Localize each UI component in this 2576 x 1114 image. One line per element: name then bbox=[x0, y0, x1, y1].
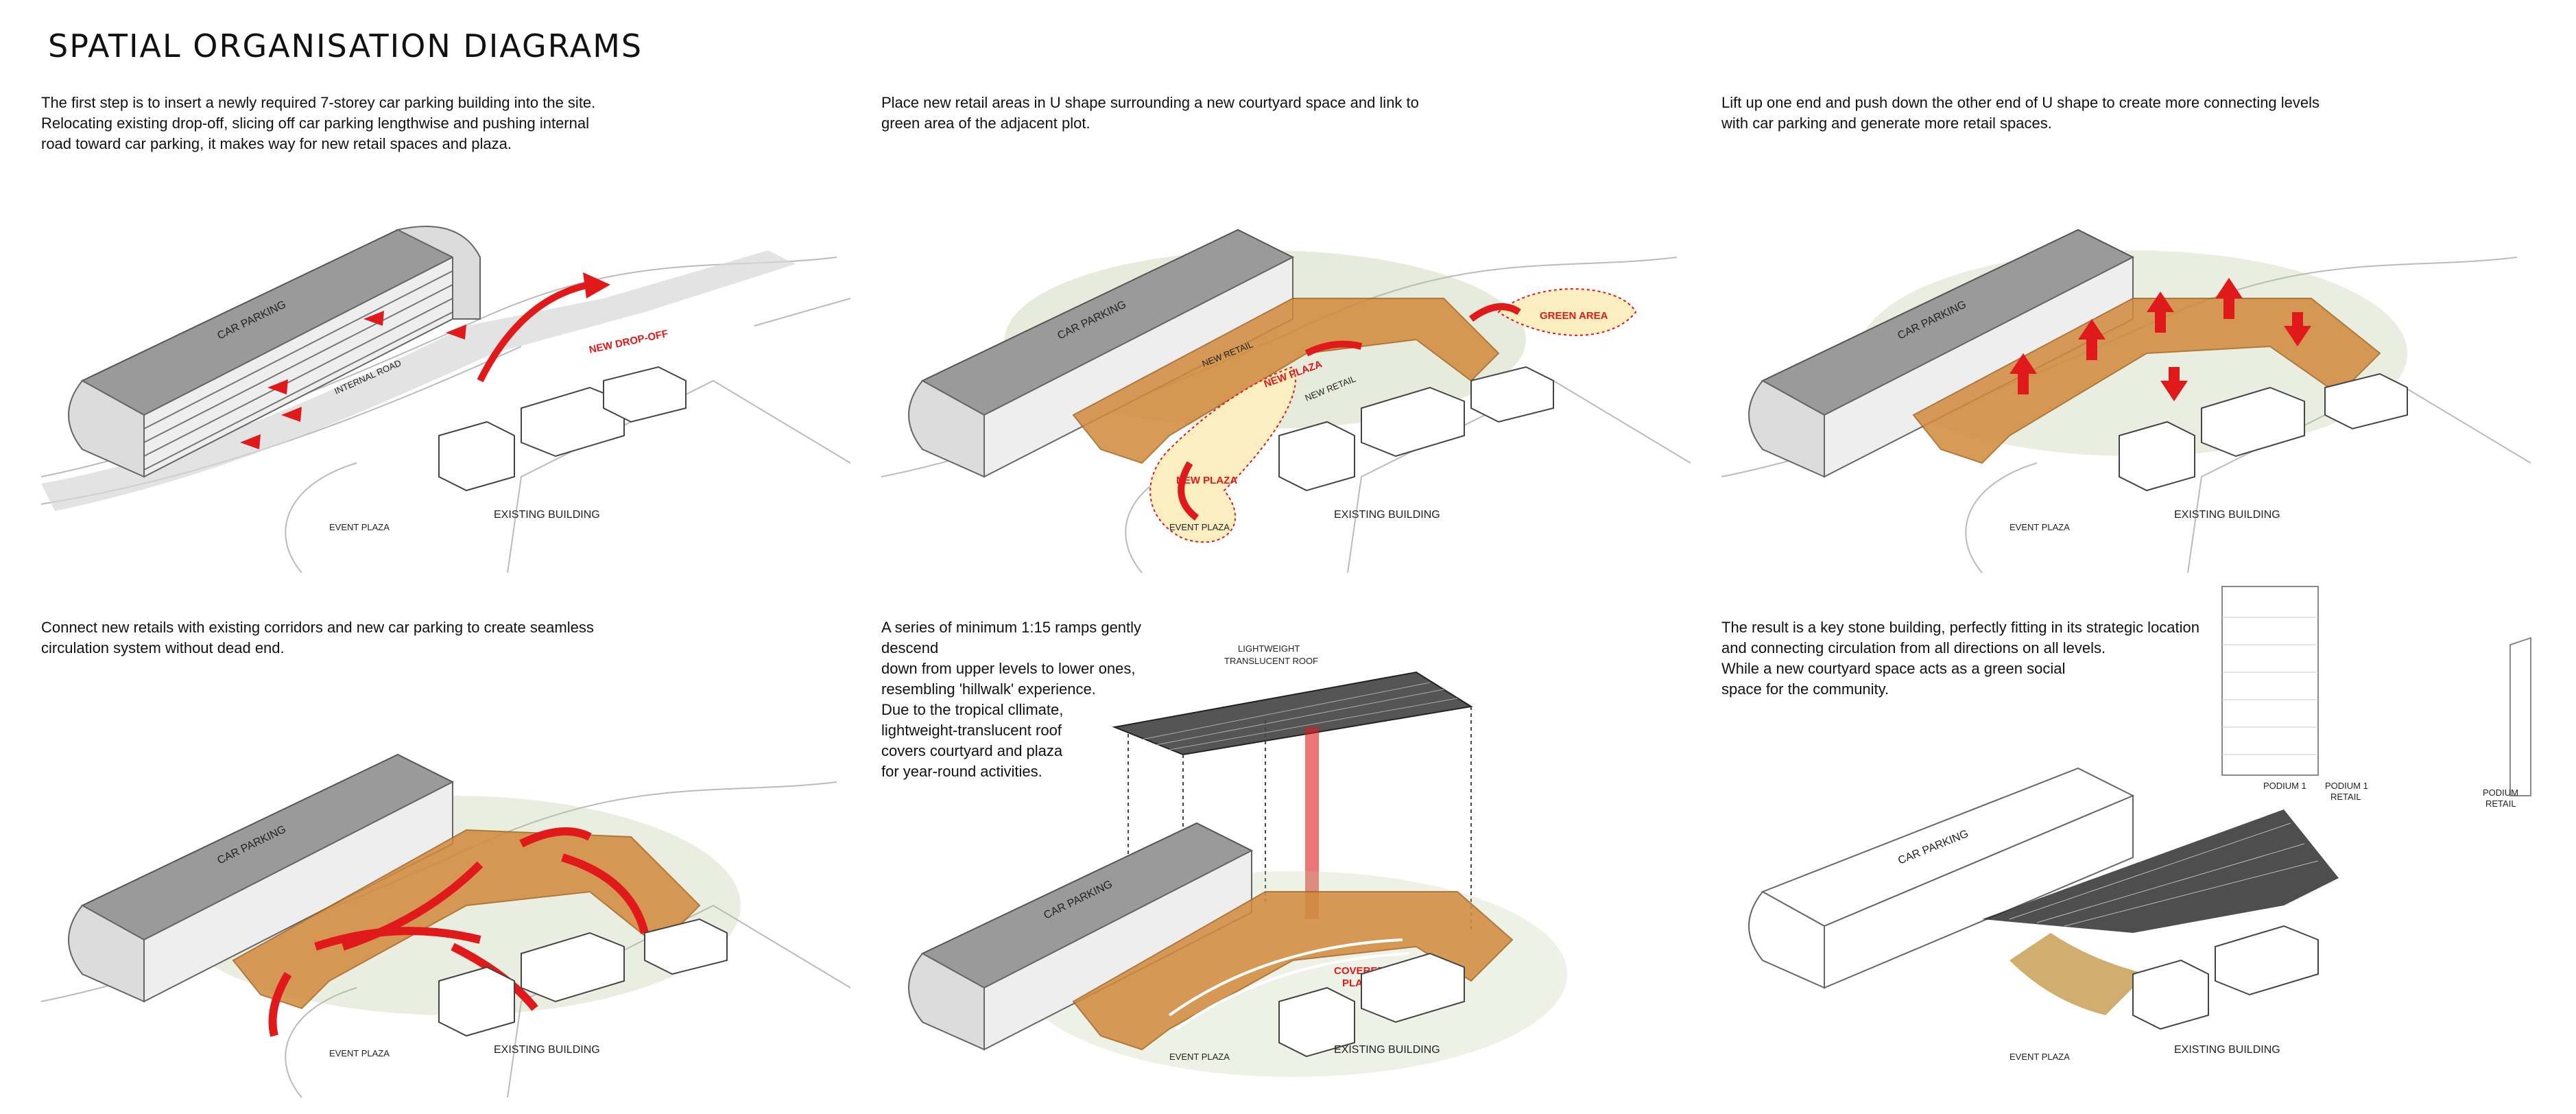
panel-1-diagram: CAR PARKING INTERNAL ROAD NEW DROP-OFF E… bbox=[40, 226, 851, 573]
page-title: SPATIAL ORGANISATION DIAGRAMS bbox=[48, 27, 643, 64]
panel-1-description: The first step is to insert a newly requ… bbox=[41, 94, 596, 152]
event-plaza-label: EVENT PLAZA bbox=[1169, 522, 1230, 532]
podium-retail-label-2: RETAIL bbox=[2330, 792, 2361, 802]
roof-label-line2: TRANSLUCENT ROOF bbox=[1224, 656, 1318, 666]
existing-building-label: EXISTING BUILDING bbox=[494, 1044, 600, 1056]
existing-buildings bbox=[2119, 372, 2408, 492]
panel-2-description: Place new retail areas in U shape surrou… bbox=[881, 94, 1419, 132]
existing-building-label: EXISTING BUILDING bbox=[2174, 1044, 2280, 1056]
diagram-panel-4: Connect new retails with existing corrid… bbox=[40, 617, 851, 1111]
roof-label-line1: LIGHTWEIGHT bbox=[1238, 643, 1300, 654]
circulation-arrows bbox=[1178, 303, 1521, 521]
car-parking-block bbox=[908, 822, 1254, 1051]
existing-building-label: EXISTING BUILDING bbox=[1334, 1044, 1440, 1056]
diagram-panel-1: The first step is to insert a newly requ… bbox=[40, 93, 851, 586]
new-plaza-label: NEW PLAZA bbox=[1176, 475, 1237, 486]
new-drop-off-arrowhead bbox=[583, 272, 610, 298]
lifted-retail-u-shape bbox=[1912, 298, 2381, 464]
diagram-panel-2: Place new retail areas in U shape surrou… bbox=[881, 93, 1691, 586]
existing-buildings bbox=[438, 366, 687, 492]
car-parking-block bbox=[68, 226, 481, 478]
tower-building bbox=[2221, 586, 2531, 796]
car-parking-block bbox=[1748, 767, 2135, 989]
existing-building-label: EXISTING BUILDING bbox=[2174, 509, 2280, 521]
lift-arrows bbox=[2009, 278, 2311, 401]
new-plaza-area bbox=[1149, 366, 1296, 543]
ramps bbox=[1168, 938, 1410, 1030]
event-plaza-label: EVENT PLAZA bbox=[329, 1048, 390, 1058]
existing-building-label: EXISTING BUILDING bbox=[494, 509, 600, 521]
keystone-roof bbox=[1982, 809, 2339, 933]
new-drop-off-label: NEW DROP-OFF bbox=[588, 328, 669, 356]
podium-label: PODIUM 1 bbox=[2263, 781, 2306, 791]
panel-5-diagram: LIGHTWEIGHT TRANSLUCENT ROOF CAR PARKING… bbox=[908, 643, 1567, 1077]
diagram-panel-5: A series of minimum 1:15 ramps gently de… bbox=[881, 617, 1691, 1111]
event-plaza-label: EVENT PLAZA bbox=[329, 522, 390, 532]
retail-with-ramps bbox=[1072, 891, 1514, 1051]
new-retail-u-shape bbox=[1072, 298, 1500, 464]
existing-building-label: EXISTING BUILDING bbox=[1334, 509, 1440, 521]
podium-retail-label-1: PODIUM 1 bbox=[2325, 781, 2368, 791]
existing-buildings bbox=[1278, 366, 1554, 492]
panel-4-description: Connect new retails with existing corrid… bbox=[41, 619, 594, 656]
green-area bbox=[1497, 288, 1637, 336]
panel-2-diagram: CAR PARKING NEW RETAIL NEW RETAIL NEW PL… bbox=[881, 228, 1691, 573]
podium-right-label-2: RETAIL bbox=[2485, 798, 2516, 809]
panel-5-description: A series of minimum 1:15 ramps gently de… bbox=[881, 619, 1142, 780]
existing-buildings bbox=[1278, 952, 1465, 1058]
event-plaza-label: EVENT PLAZA bbox=[2009, 522, 2070, 532]
panel-3-description: Lift up one end and push down the other … bbox=[1721, 94, 2320, 132]
internal-road bbox=[41, 250, 796, 511]
translucent-roof bbox=[1112, 671, 1473, 756]
panel-6-description: The result is a key stone building, perf… bbox=[1721, 619, 2200, 698]
podium-right-label-1: PODIUM bbox=[2483, 787, 2518, 798]
event-plaza-label: EVENT PLAZA bbox=[2009, 1052, 2070, 1062]
panel-3-diagram: CAR PARKING EVENT PLAZA EXISTING BUILDIN… bbox=[1721, 228, 2531, 573]
green-area-label: GREEN AREA bbox=[1540, 310, 1608, 322]
panel-6-diagram: PODIUM 1 PODIUM 1 RETAIL PODIUM RETAIL C… bbox=[1748, 586, 2531, 1062]
new-drop-off-arrow bbox=[477, 281, 591, 383]
covered-plaza-light-beam bbox=[1305, 727, 1319, 919]
slice-arrows bbox=[240, 311, 466, 449]
event-plaza-label: EVENT PLAZA bbox=[1169, 1052, 1230, 1062]
car-parking-block bbox=[908, 228, 1295, 478]
existing-buildings bbox=[2132, 925, 2319, 1030]
panel-4-diagram: CAR PARKING EVENT PLAZA EXISTING BUILDIN… bbox=[40, 753, 851, 1098]
car-parking-block bbox=[1748, 228, 2135, 478]
courtyard-retail-terraces bbox=[2009, 933, 2147, 1015]
car-parking-block bbox=[68, 753, 455, 1003]
existing-buildings bbox=[438, 918, 728, 1037]
diagram-panel-6: The result is a key stone building, perf… bbox=[1721, 586, 2531, 1111]
diagram-panel-3: Lift up one end and push down the other … bbox=[1721, 93, 2531, 586]
